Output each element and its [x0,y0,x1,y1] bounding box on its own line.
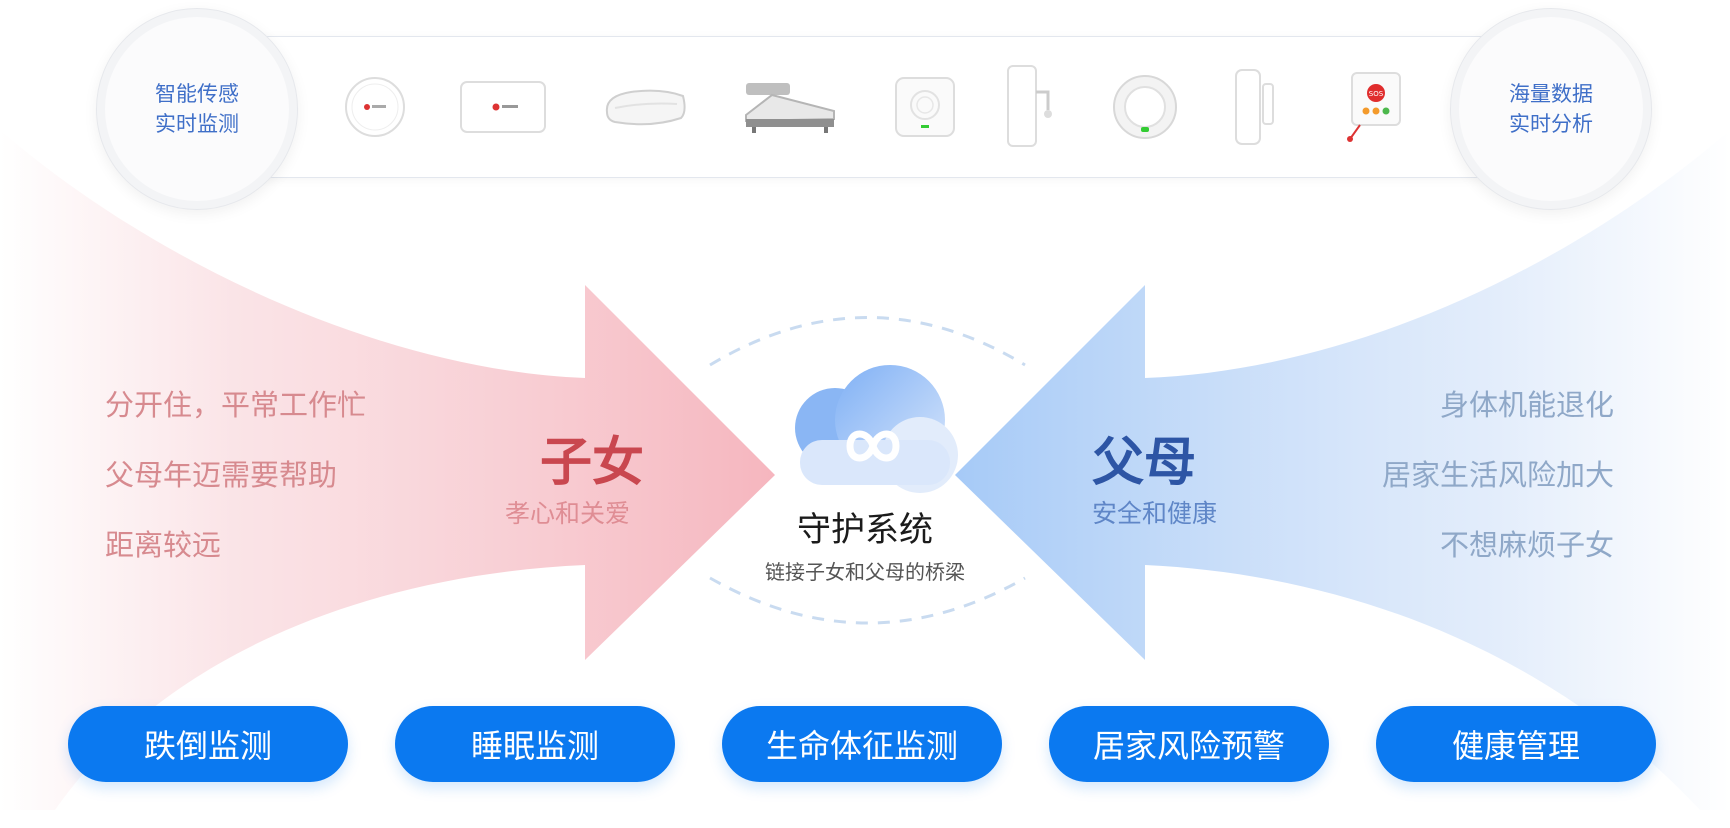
left-phrase-3: 距离较远 [105,528,222,562]
left-arrow-shape [0,130,775,810]
fall-monitor-button[interactable]: 跌倒监测 [68,706,348,782]
door-sensor-icon [1230,62,1280,152]
analysis-badge: 海量数据 实时分析 [1450,8,1652,210]
center-subtitle: 链接子女和父母的桥梁 [765,560,965,584]
svg-text:SOS: SOS [1369,90,1384,98]
parents-subtitle: 安全和健康 [1092,499,1218,528]
vital-signs-button[interactable]: 生命体征监测 [722,706,1002,782]
right-phrase-1: 身体机能退化 [1439,388,1614,422]
sos-button-icon: SOS [1345,62,1409,152]
right-arrow-shape [955,130,1730,810]
sensor-badge: 智能传感 实时监测 [96,8,298,210]
dashed-ring-bottom [709,576,1026,625]
analysis-badge-line1: 海量数据 [1509,82,1593,106]
parents-title: 父母 [1092,433,1197,493]
sensor-badge-line2: 实时监测 [155,112,239,136]
health-management-button[interactable]: 健康管理 [1376,706,1656,782]
smart-pillow-icon [600,62,690,152]
water-sensor-icon [1000,62,1060,152]
left-phrase-1: 分开住，平常工作忙 [105,388,367,422]
cloud-logo-icon [795,365,958,493]
analysis-badge-line2: 实时分析 [1509,112,1593,136]
sensor-badge-line1: 智能传感 [155,82,239,106]
dashed-ring-top [709,316,1026,367]
right-phrase-3: 不想麻烦子女 [1439,528,1614,562]
speaker-hub-icon [890,62,960,152]
smart-bed-icon [740,62,840,152]
gateway-box-icon [455,62,550,152]
device-strip [200,36,1552,178]
center-title: 守护系统 [797,510,933,550]
round-sensor-icon [340,62,410,152]
home-risk-alert-button[interactable]: 居家风险预警 [1049,706,1329,782]
children-subtitle: 孝心和关爱 [505,499,631,528]
smoke-detector-icon [1110,62,1180,152]
sleep-monitor-button[interactable]: 睡眠监测 [395,706,675,782]
children-title: 子女 [540,433,645,493]
right-phrase-2: 居家生活风险加大 [1381,458,1614,492]
left-phrase-2: 父母年迈需要帮助 [105,458,338,492]
